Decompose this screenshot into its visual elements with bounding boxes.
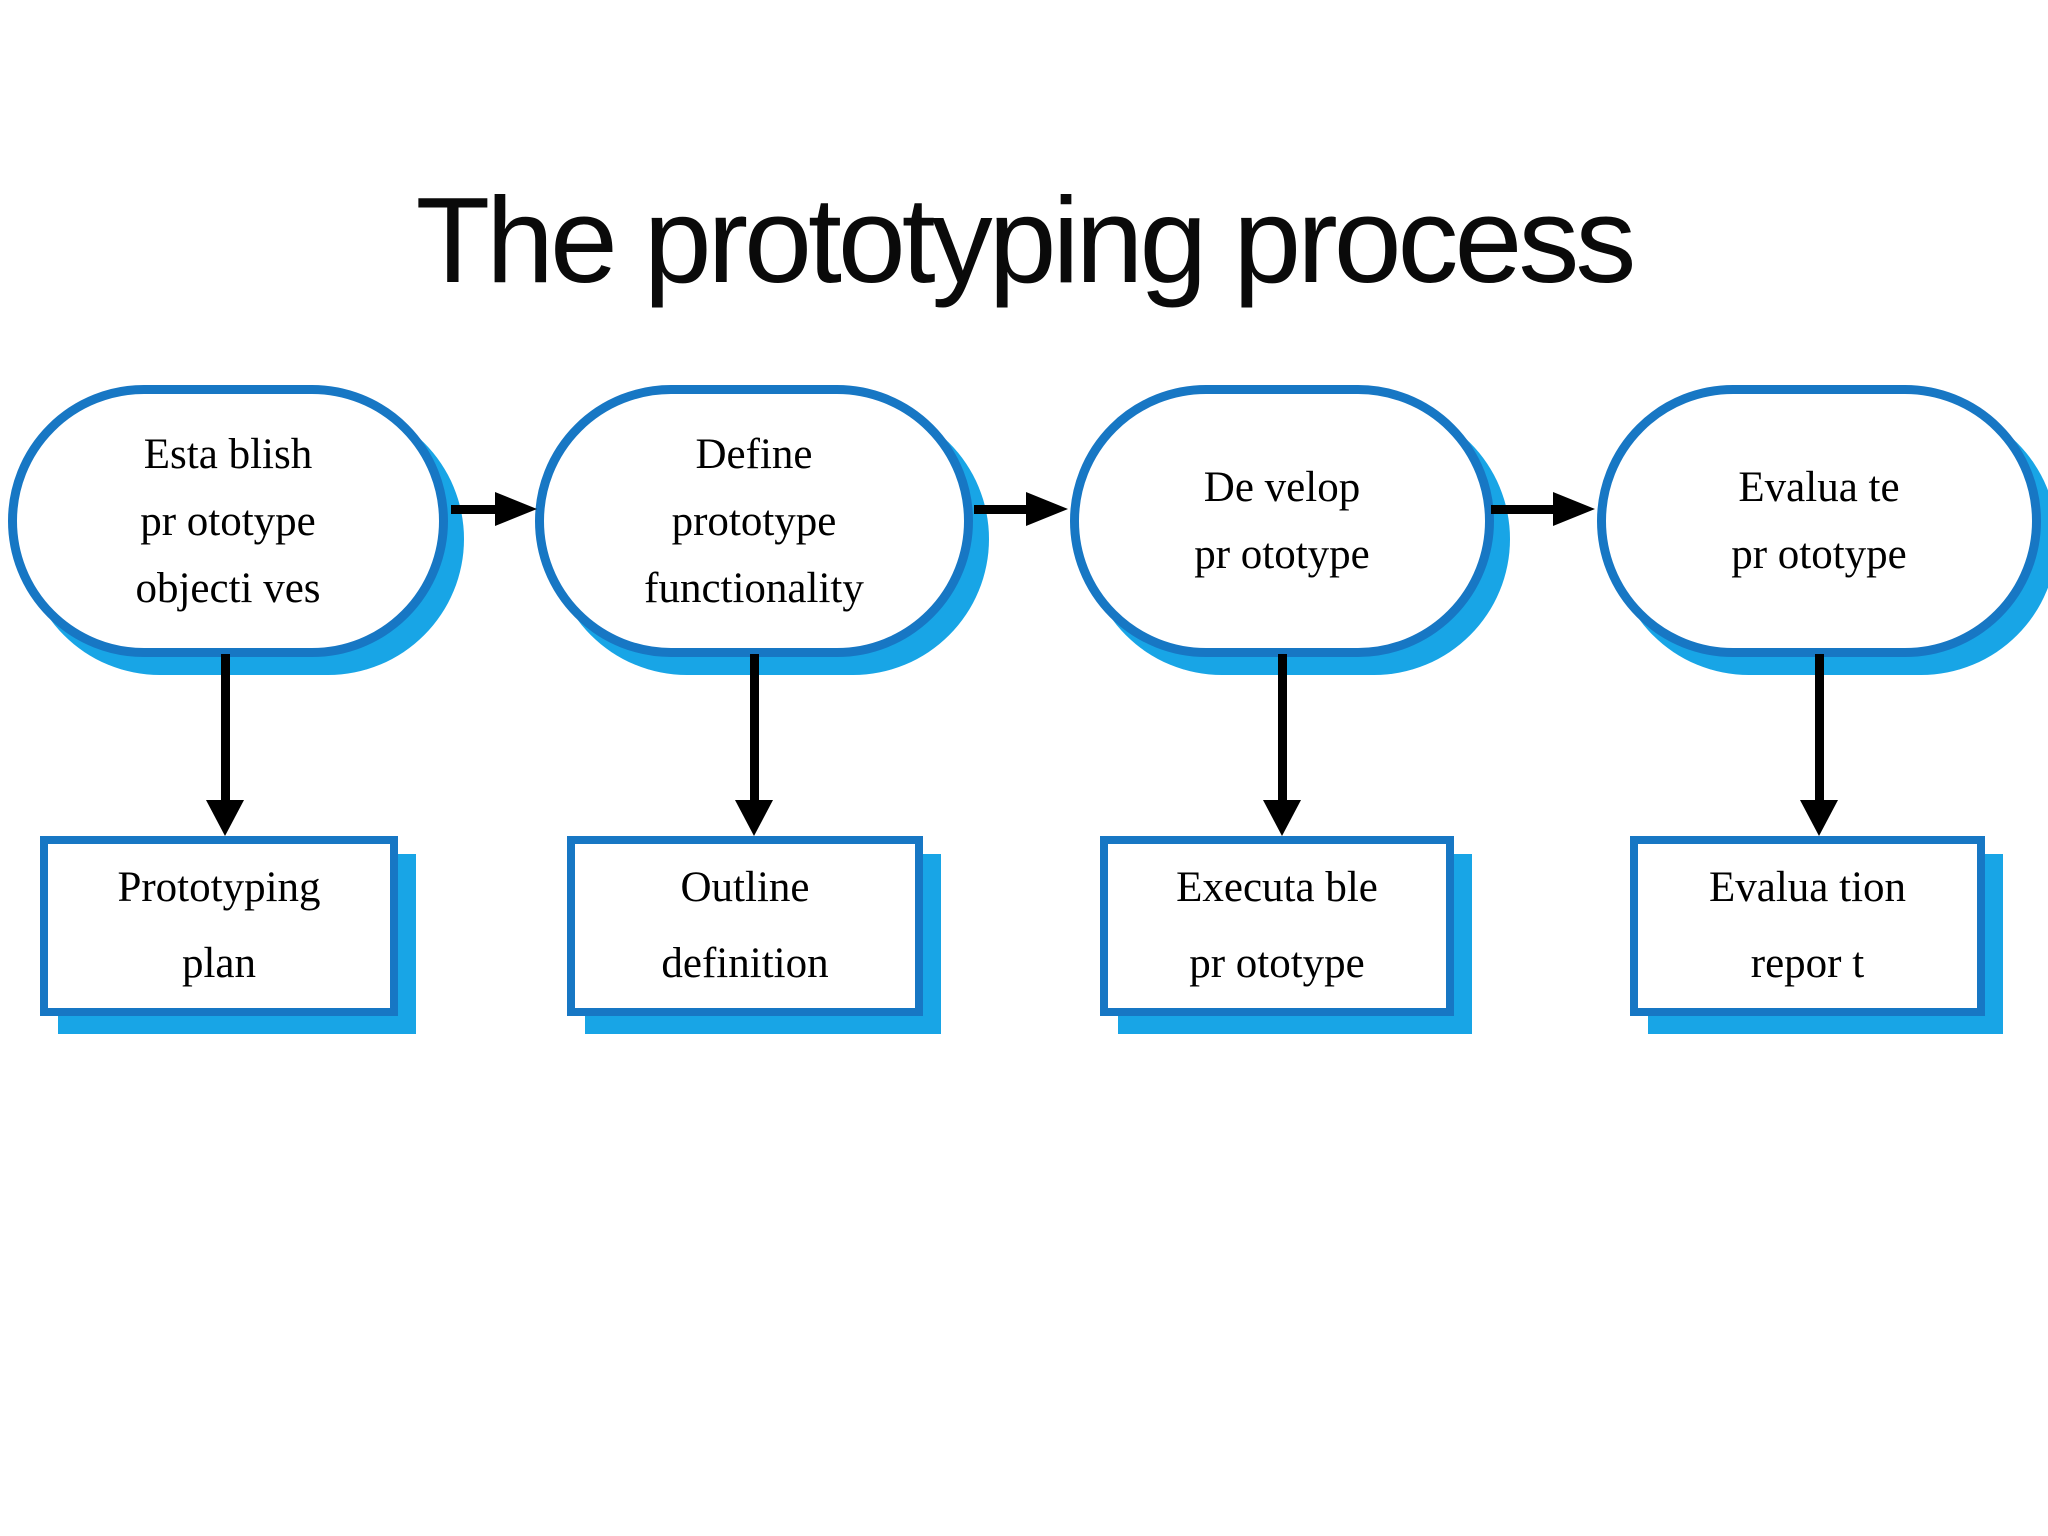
output-arrow-down-2 <box>735 654 773 836</box>
output-node-label: Executa ble pr ototype <box>1176 864 1378 987</box>
stage-node-label: Evalua te pr ototype <box>1731 464 1907 578</box>
output-node-outline: Prototyping plan <box>40 836 398 1016</box>
stage-node-label: De velop pr ototype <box>1194 464 1370 578</box>
output-node-outline: Evalua tion repor t <box>1630 836 1985 1016</box>
flow-arrow-right-1 <box>451 492 537 526</box>
arrow-head-icon <box>735 800 773 836</box>
arrow-head-icon <box>1026 492 1068 526</box>
arrow-shaft <box>221 654 230 804</box>
output-node-executable-prototype: Executa ble pr ototype <box>1100 836 1472 1034</box>
stage-node-label: Esta blish pr ototype objecti ves <box>135 430 321 612</box>
arrow-head-icon <box>206 800 244 836</box>
output-node-evaluation-report: Evalua tion repor t <box>1630 836 2003 1034</box>
arrow-shaft <box>974 505 1034 514</box>
arrow-shaft <box>1815 654 1824 804</box>
stage-node-outline: Esta blish pr ototype objecti ves <box>8 385 448 657</box>
arrow-head-icon <box>1553 492 1595 526</box>
arrow-head-icon <box>1800 800 1838 836</box>
arrow-shaft <box>1278 654 1287 804</box>
output-arrow-down-1 <box>206 654 244 836</box>
output-node-outline: Outline definition <box>567 836 923 1016</box>
output-arrow-down-4 <box>1800 654 1838 836</box>
output-node-outline: Executa ble pr ototype <box>1100 836 1454 1016</box>
output-node-label: Prototyping plan <box>117 864 321 987</box>
stage-node-label: Define prototype functionality <box>644 430 864 612</box>
arrow-shaft <box>451 505 503 514</box>
arrow-shaft <box>750 654 759 804</box>
output-node-label: Outline definition <box>661 864 829 987</box>
output-arrow-down-3 <box>1263 654 1301 836</box>
stage-node-outline: Evalua te pr ototype <box>1597 385 2041 657</box>
output-node-outline-definition: Outline definition <box>567 836 941 1034</box>
arrow-shaft <box>1491 505 1561 514</box>
arrow-head-icon <box>495 492 537 526</box>
stage-node-outline: De velop pr ototype <box>1070 385 1494 657</box>
stage-node-outline: Define prototype functionality <box>535 385 973 657</box>
flow-arrow-right-3 <box>1491 492 1595 526</box>
flow-arrow-right-2 <box>974 492 1068 526</box>
output-node-label: Evalua tion repor t <box>1708 864 1907 987</box>
stage-node-establish-objectives: Esta blish pr ototype objecti ves <box>8 385 464 675</box>
stage-node-evaluate-prototype: Evalua te pr ototype <box>1597 385 2048 675</box>
stage-node-develop-prototype: De velop pr ototype <box>1070 385 1510 675</box>
arrow-head-icon <box>1263 800 1301 836</box>
output-node-prototyping-plan: Prototyping plan <box>40 836 416 1034</box>
slide-title: The prototyping process <box>415 171 1637 308</box>
stage-node-define-functionality: Define prototype functionality <box>535 385 989 675</box>
